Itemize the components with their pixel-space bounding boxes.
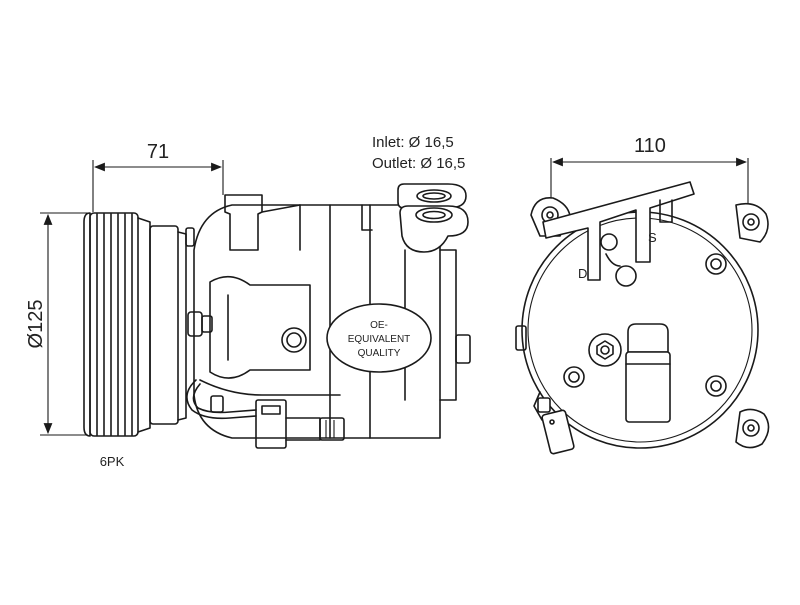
dimension-71-label: 71 [147, 141, 169, 163]
center-shaft-nut [588, 333, 622, 367]
dimension-110: 110 [550, 135, 749, 220]
front-view: 110 D S [515, 135, 770, 455]
compressor-body [187, 194, 471, 439]
side-view: 71 Ø125 6PK [25, 134, 471, 469]
outlet-label: Outlet: Ø 16,5 [372, 155, 465, 172]
oe-quality-badge: OE- EQUIVALENT QUALITY [326, 303, 432, 373]
electrical-connector [186, 379, 345, 449]
suction-mark: S [648, 230, 657, 245]
control-valve [625, 323, 671, 423]
dimension-diameter-label: Ø125 [25, 300, 47, 349]
side-stub [515, 325, 527, 351]
dimension-diameter: Ø125 [25, 212, 88, 436]
pulley [83, 212, 195, 437]
rear-manifold [542, 181, 695, 287]
ac-ports [397, 183, 469, 253]
dimension-110-label: 110 [634, 135, 666, 157]
pulley-label: 6PK [100, 454, 125, 469]
badge-line-3: QUALITY [358, 348, 401, 359]
front-connector [533, 391, 575, 455]
discharge-mark: D [578, 266, 587, 281]
face-bolts [563, 253, 727, 397]
inlet-label: Inlet: Ø 16,5 [372, 134, 454, 151]
badge-line-1: OE- [370, 320, 388, 331]
dimension-71: 71 [92, 141, 224, 212]
badge-line-2: EQUIVALENT [348, 334, 411, 345]
